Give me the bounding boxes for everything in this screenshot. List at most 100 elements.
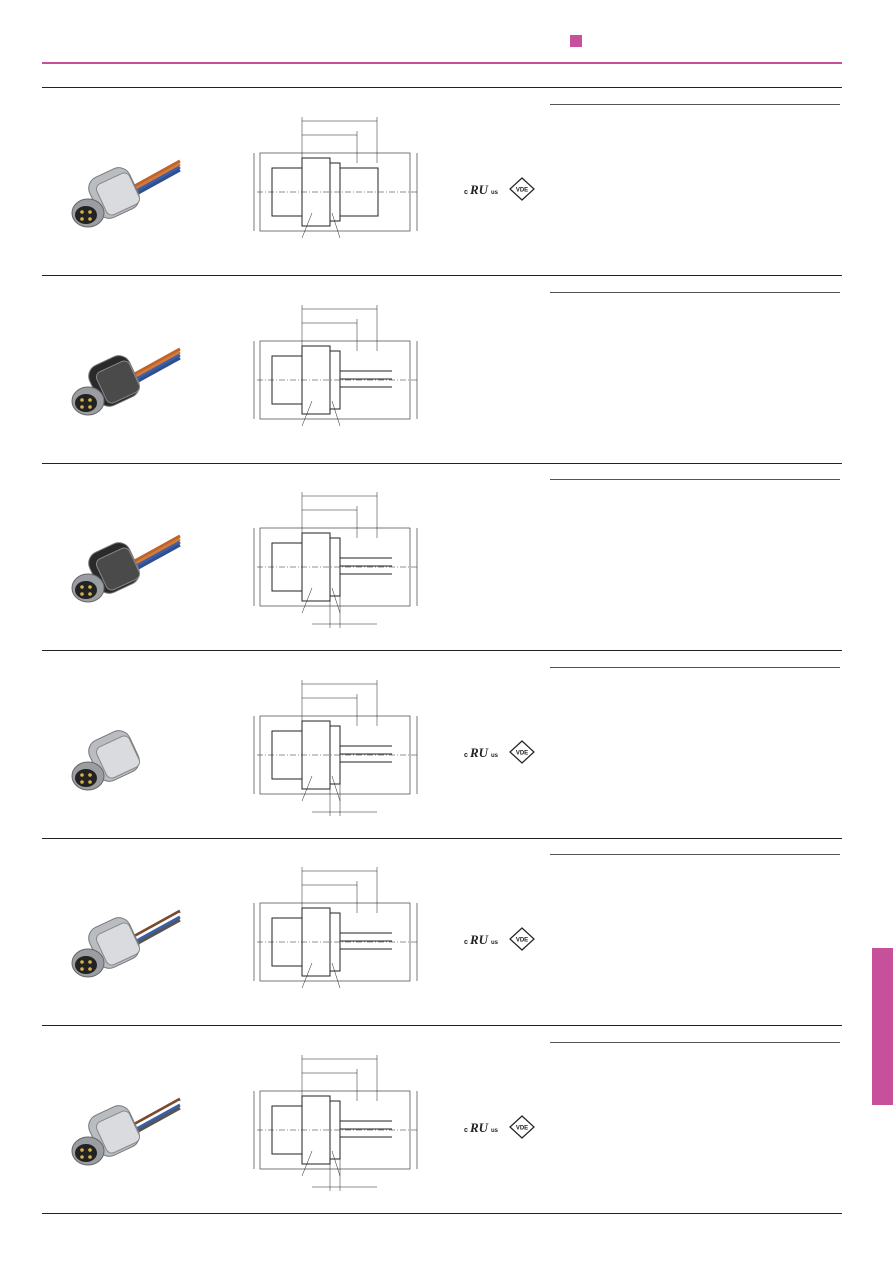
pin [80,404,84,409]
dimension-drawing-5 [253,867,418,989]
leader-line [331,962,341,989]
product-photo [52,1051,192,1191]
dimension-drawing-3 [253,492,418,628]
connector-socket [75,581,97,599]
ul-prefix: c [464,939,468,946]
pin [88,1154,92,1159]
vde-label: VDE [516,1125,528,1131]
ul-suffix: us [491,753,499,759]
ul-cert-icon: RU [469,745,489,760]
pin [88,592,92,596]
product-photo [52,113,192,253]
pin [88,960,92,964]
product-row [42,276,842,464]
connector-body [95,922,141,966]
pin [80,397,84,402]
connector-socket [75,393,97,412]
leader-line [301,587,313,614]
pin [88,585,92,589]
pin [88,772,92,777]
ul-prefix: c [464,189,468,196]
leader-line [331,775,341,801]
ul-prefix: c [464,1127,468,1134]
pin [80,585,84,589]
pin [80,779,84,784]
vde-cert-icon [509,1114,535,1139]
metal-connector-no-cable [71,159,181,228]
pin [88,779,92,784]
connector-body [95,359,141,404]
header-accent-square [570,35,582,47]
connector-body [95,1109,141,1154]
metal-connector-with-wires-2 [71,1097,181,1165]
dimension-drawing [252,1051,452,1196]
dimension-drawing-4 [253,679,418,816]
product-row [42,463,842,651]
vde-label: VDE [516,750,528,756]
dimension-drawing [252,863,452,1008]
leader-line [301,775,313,801]
dimension-drawing-6 [253,1054,418,1191]
pin [80,960,84,964]
dimension-drawing [252,301,452,446]
product-photo [52,863,192,1003]
connector-socket [75,768,97,787]
leader-line [301,400,313,426]
dimension-drawing [252,676,452,821]
ul-suffix: us [491,190,499,196]
connector-body [95,734,141,779]
top-rule [42,87,842,88]
pin [88,210,92,214]
pin [80,1147,84,1152]
spec-divider [550,479,840,480]
pin [80,217,84,221]
leader-line [301,962,313,989]
dimension-drawing [252,488,452,633]
spec-divider [550,854,840,855]
pin [80,967,84,971]
vde-cert-icon [509,177,535,201]
vde-label: VDE [516,938,528,944]
leader-line [301,212,313,239]
vde-cert-icon [509,927,535,951]
leader-line [301,1150,313,1176]
connector-socket [75,206,97,224]
pin [88,217,92,221]
header-accent-line [42,62,842,64]
product-photo [52,301,192,441]
connector-socket [75,1143,97,1162]
dimension-drawing [252,113,452,258]
spec-divider [550,666,840,668]
spec-divider [550,104,840,105]
ul-suffix: us [491,940,499,946]
black-connector-with-cable-large-nut [71,534,181,603]
pin [88,1147,92,1152]
ul-suffix: us [491,1128,499,1134]
connector-socket [75,956,97,974]
side-tab[interactable] [872,948,893,1105]
pin [88,967,92,971]
product-photo [52,488,192,628]
ul-prefix: c [464,752,468,759]
vde-cert-icon [509,739,535,764]
leader-line [331,212,341,239]
spec-divider [550,291,840,293]
ul-cert-icon: RU [469,182,489,197]
connector-body [95,172,141,216]
metal-connector-with-wires [71,909,181,978]
ul-cert-icon: RU [469,1120,489,1135]
pin [80,1154,84,1159]
pin [80,772,84,777]
dimension-drawing-1 [253,117,418,239]
